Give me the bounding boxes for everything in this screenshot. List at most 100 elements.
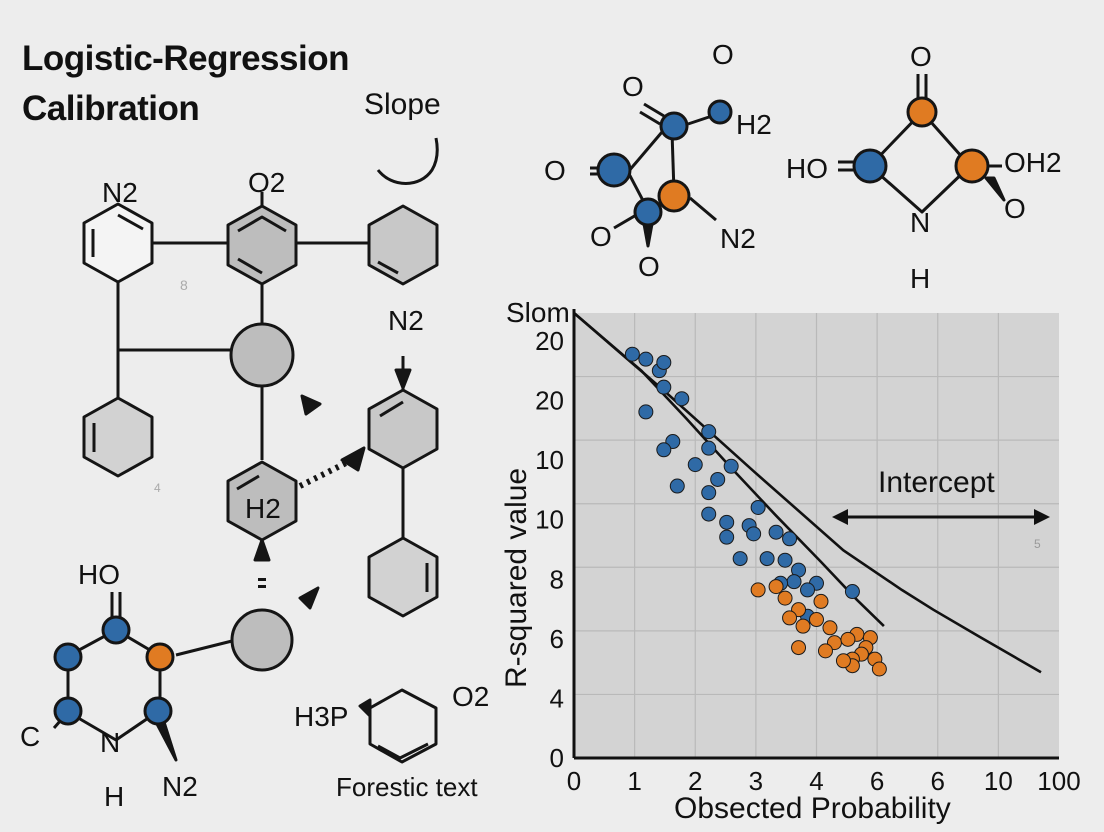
y-tick-label: 20	[535, 326, 564, 356]
slope-label: Slope	[364, 88, 441, 121]
label-n2: N2	[102, 177, 138, 208]
x-tick-label: 10	[984, 766, 1013, 796]
orange-data-point	[822, 620, 838, 636]
title: Logistic-Regression Calibration	[22, 34, 349, 134]
intercept-annotation: Intercept	[832, 466, 1050, 525]
blue-data-point	[674, 391, 690, 407]
blue-data-point	[624, 346, 640, 362]
stray-mark: 8	[180, 277, 188, 293]
x-tick-label: 6	[931, 766, 945, 796]
blue-data-point	[786, 574, 802, 590]
blue-data-point	[687, 457, 703, 473]
arrow-head-right	[1034, 509, 1050, 525]
label-c: C	[20, 721, 40, 752]
blue-data-point	[701, 440, 717, 456]
label-o: O	[1004, 193, 1026, 224]
blue-data-point	[844, 584, 860, 600]
node-circle	[230, 608, 294, 672]
label-h: H	[910, 263, 930, 294]
node-circle	[229, 322, 295, 388]
orange-data-point	[817, 643, 833, 659]
blue-data-point	[759, 551, 775, 567]
label-o: O	[622, 71, 644, 102]
x-tick-label: 6	[870, 766, 884, 796]
x-tick-label: 3	[749, 766, 763, 796]
blue-data-point	[710, 471, 726, 487]
blue-data-point	[719, 529, 735, 545]
blue-data-point	[750, 499, 766, 515]
y-tick-label: 10	[535, 445, 564, 475]
label-n2: N2	[388, 305, 424, 336]
blue-data-point	[782, 531, 798, 547]
slope-arc	[376, 137, 439, 185]
blue-data-point	[768, 524, 784, 540]
label-o: O	[910, 41, 932, 72]
label-n2: N2	[720, 223, 756, 254]
blue-data-point	[746, 526, 762, 542]
orange-data-point	[768, 579, 784, 595]
y-tick-label: 6	[550, 624, 564, 654]
ring-hex	[82, 396, 154, 478]
blue-data-point	[656, 379, 672, 395]
label-h3p: H3P	[294, 701, 348, 732]
orange-data-point	[795, 618, 811, 634]
blue-data-point	[732, 551, 748, 567]
label-h: H	[104, 781, 124, 812]
blue-data-point	[800, 582, 816, 598]
label-n: N	[910, 207, 930, 238]
stray-mark: 4	[154, 481, 161, 495]
ring-hex	[367, 388, 439, 470]
intercept-label: Intercept	[878, 466, 995, 499]
title-line-2: Calibration	[22, 89, 200, 128]
label-n: N	[100, 727, 120, 758]
orange-data-point	[813, 593, 829, 609]
arrow-head-left	[832, 509, 848, 525]
x-tick-label: 100	[1037, 766, 1080, 796]
x-axis-label: Obsected Probability	[674, 792, 951, 825]
blue-data-point	[719, 514, 735, 530]
axes	[572, 309, 1059, 760]
bond	[175, 639, 233, 657]
label-o2: O2	[248, 167, 285, 198]
label-o: O	[590, 221, 612, 252]
x-tick-label: 1	[627, 766, 641, 796]
label-h2: H2	[736, 109, 772, 140]
title-line-1: Logistic-Regression	[22, 39, 349, 78]
orange-data-point	[750, 582, 766, 598]
ring-hex	[367, 204, 439, 286]
blue-data-point	[701, 424, 717, 440]
blue-data-point	[701, 485, 717, 501]
label-h2: H2	[245, 493, 281, 524]
blue-data-point	[656, 354, 672, 370]
orange-data-point	[791, 640, 807, 656]
x-tick-label: 2	[688, 766, 702, 796]
label-ho: HO	[78, 559, 120, 590]
ring-hex	[368, 688, 438, 764]
label-o2: O2	[452, 681, 489, 712]
stray-mark: 5	[1034, 537, 1041, 551]
blue-data-point	[638, 404, 654, 420]
blue-data-point	[638, 351, 654, 367]
y-tick-label: 10	[535, 505, 564, 535]
label-n2: N2	[162, 771, 198, 802]
orange-data-point	[840, 631, 856, 647]
y-tick-label: 0	[550, 743, 564, 773]
label-o: O	[638, 251, 660, 282]
orange-data-point	[835, 653, 851, 669]
blue-data-point	[723, 458, 739, 474]
label-oh2: OH2	[1004, 147, 1062, 178]
data-points	[624, 346, 887, 677]
label-o: O	[712, 39, 734, 70]
label-o: O	[544, 155, 566, 186]
y-axis-label: R-squared value	[500, 468, 533, 688]
ring-hex	[367, 536, 439, 618]
blue-data-point	[669, 478, 685, 494]
blue-data-point	[701, 506, 717, 522]
orange-data-point	[782, 610, 798, 626]
blue-data-point	[656, 442, 672, 458]
